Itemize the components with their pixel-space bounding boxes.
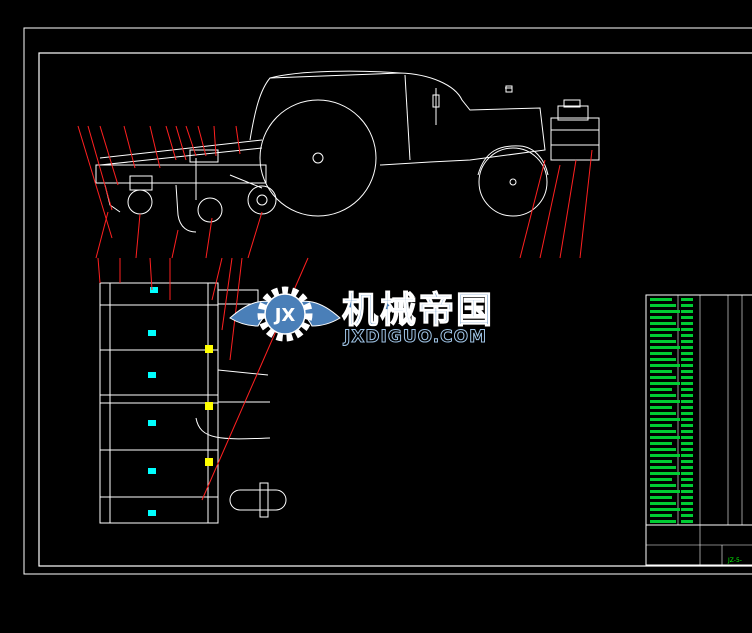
parts-list-row: [650, 310, 680, 313]
parts-list-cell: [681, 364, 693, 367]
svg-text:JX: JX: [273, 305, 296, 326]
parts-list-cell: [681, 442, 693, 445]
drawing-number: JZ-5-: [727, 557, 742, 564]
parts-list-row: [650, 364, 680, 367]
parts-list-cell: [681, 502, 693, 505]
gear-logo-icon: JX: [229, 286, 341, 342]
parts-list-row: [650, 334, 672, 337]
parts-list-cell: [681, 472, 693, 475]
parts-list-cell: [681, 454, 693, 457]
parts-list-row: [650, 394, 676, 397]
parts-list-cell: [681, 346, 693, 349]
parts-list-row: [650, 388, 672, 391]
parts-list-row: [650, 466, 676, 469]
parts-list-row: [650, 352, 672, 355]
parts-list-row: [650, 514, 672, 517]
parts-list-row: [650, 304, 676, 307]
parts-list-cell: [681, 508, 693, 511]
parts-list-cell: [681, 448, 693, 451]
parts-list-cell: [681, 334, 693, 337]
parts-list-row: [650, 400, 680, 403]
parts-list-cell: [681, 394, 693, 397]
parts-list-row: [650, 328, 680, 331]
parts-list-row: [650, 412, 676, 415]
parts-list-cell: [681, 388, 693, 391]
parts-list-row: [650, 490, 680, 493]
watermark: JX 机械帝国 JXDIGUO.COM: [229, 286, 494, 348]
parts-list-row: [650, 430, 676, 433]
parts-list-row: [650, 478, 672, 481]
implement-top-view: [99, 282, 287, 524]
parts-list-table: [645, 294, 752, 566]
parts-list-cell: [681, 376, 693, 379]
inner-frame: [38, 52, 752, 567]
parts-list-row: [650, 346, 680, 349]
parts-list-cell: [681, 340, 693, 343]
parts-list-cell: [681, 424, 693, 427]
implement-side-view: [95, 139, 277, 233]
parts-list-cell: [681, 400, 693, 403]
parts-list-cell: [681, 328, 693, 331]
parts-list-cell: [681, 496, 693, 499]
parts-list-row: [650, 406, 672, 409]
parts-list-row: [650, 484, 676, 487]
watermark-site: JXDIGUO.COM: [343, 327, 487, 347]
top-view-details: [148, 287, 213, 516]
parts-list-row: [650, 298, 672, 301]
parts-list-row: [650, 520, 676, 523]
parts-list-row: [650, 436, 680, 439]
parts-list-row: [650, 418, 680, 421]
parts-list-row: [650, 382, 680, 385]
leader-lines: [77, 125, 593, 501]
parts-list-row: [650, 316, 672, 319]
parts-list-row: [650, 454, 680, 457]
parts-list-row: [650, 448, 676, 451]
parts-list-row: [650, 508, 680, 511]
parts-list-row: [650, 340, 676, 343]
parts-list-row: [650, 376, 676, 379]
parts-list-row: [650, 442, 672, 445]
parts-list-cell: [681, 406, 693, 409]
parts-list-cell: [681, 358, 693, 361]
parts-list-cell: [681, 466, 693, 469]
parts-list-rows: [650, 298, 693, 523]
parts-list-cell: [681, 514, 693, 517]
parts-list-row: [650, 322, 676, 325]
parts-list-row: [650, 502, 676, 505]
parts-list-row: [650, 424, 672, 427]
parts-list-cell: [681, 460, 693, 463]
parts-list-cell: [681, 490, 693, 493]
parts-list-row: [650, 496, 672, 499]
parts-list-cell: [681, 484, 693, 487]
parts-list-row: [650, 460, 672, 463]
outer-frame: [23, 27, 752, 575]
parts-list-row: [650, 370, 672, 373]
parts-list-cell: [681, 370, 693, 373]
parts-list-cell: [681, 436, 693, 439]
parts-list-row: [650, 472, 680, 475]
watermark-title: 机械帝国: [342, 290, 494, 331]
parts-list-cell: [681, 382, 693, 385]
parts-list-row: [650, 358, 676, 361]
parts-list-cell: [681, 304, 693, 307]
parts-list-cell: [681, 298, 693, 301]
tractor-side-view: [249, 70, 600, 217]
parts-list-cell: [681, 478, 693, 481]
parts-list-cell: [681, 322, 693, 325]
parts-list-cell: [681, 310, 693, 313]
parts-list-cell: [681, 316, 693, 319]
parts-list-cell: [681, 412, 693, 415]
parts-list-cell: [681, 352, 693, 355]
parts-list-cell: [681, 520, 693, 523]
parts-list-cell: [681, 430, 693, 433]
parts-list-cell: [681, 418, 693, 421]
